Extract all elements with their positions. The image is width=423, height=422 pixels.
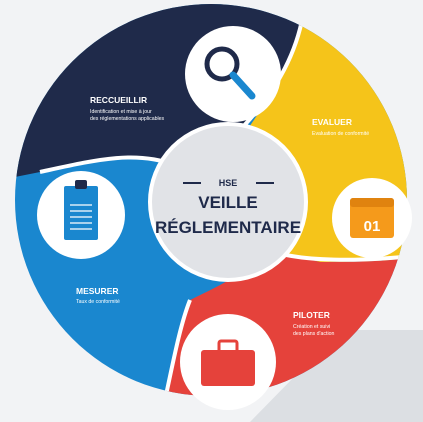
reccueillir-title: RECCUEILLIR [90,95,147,105]
piloter-title: PILOTER [293,310,330,320]
center-title-line2: RÉGLEMENTAIRE [155,218,301,237]
separator-4 [158,299,192,396]
mesurer-title: MESURER [76,286,119,296]
piloter-desc-line1: Création et suivi [293,324,330,330]
center-label: HSE [219,178,238,188]
piloter-icon-badge [180,314,276,410]
reccueillir-desc-line1: Identification et mise à jour [90,109,152,115]
center-title-line1: VEILLE [198,193,258,212]
mesurer-desc-line1: Taux de conformité [76,299,120,305]
reccueillir-icon-badge [185,26,281,122]
piloter-desc-line2: des plans d'action [293,331,334,337]
briefcase-icon [201,339,255,386]
center-disc [148,122,308,282]
mesurer-icon-badge [37,171,125,259]
long-shadow [250,330,423,422]
evaluer-icon-badge: 01 [332,178,412,258]
calendar-icon: 01 [350,198,394,238]
clipboard-icon [64,180,98,240]
magnifier-icon [204,46,256,100]
evaluer-title: EVALUER [312,117,352,127]
calendar-number: 01 [364,218,381,235]
evaluer-desc-line1: Evaluation de conformité [312,131,369,137]
reccueillir-desc-line2: des réglementations applicables [90,116,165,122]
